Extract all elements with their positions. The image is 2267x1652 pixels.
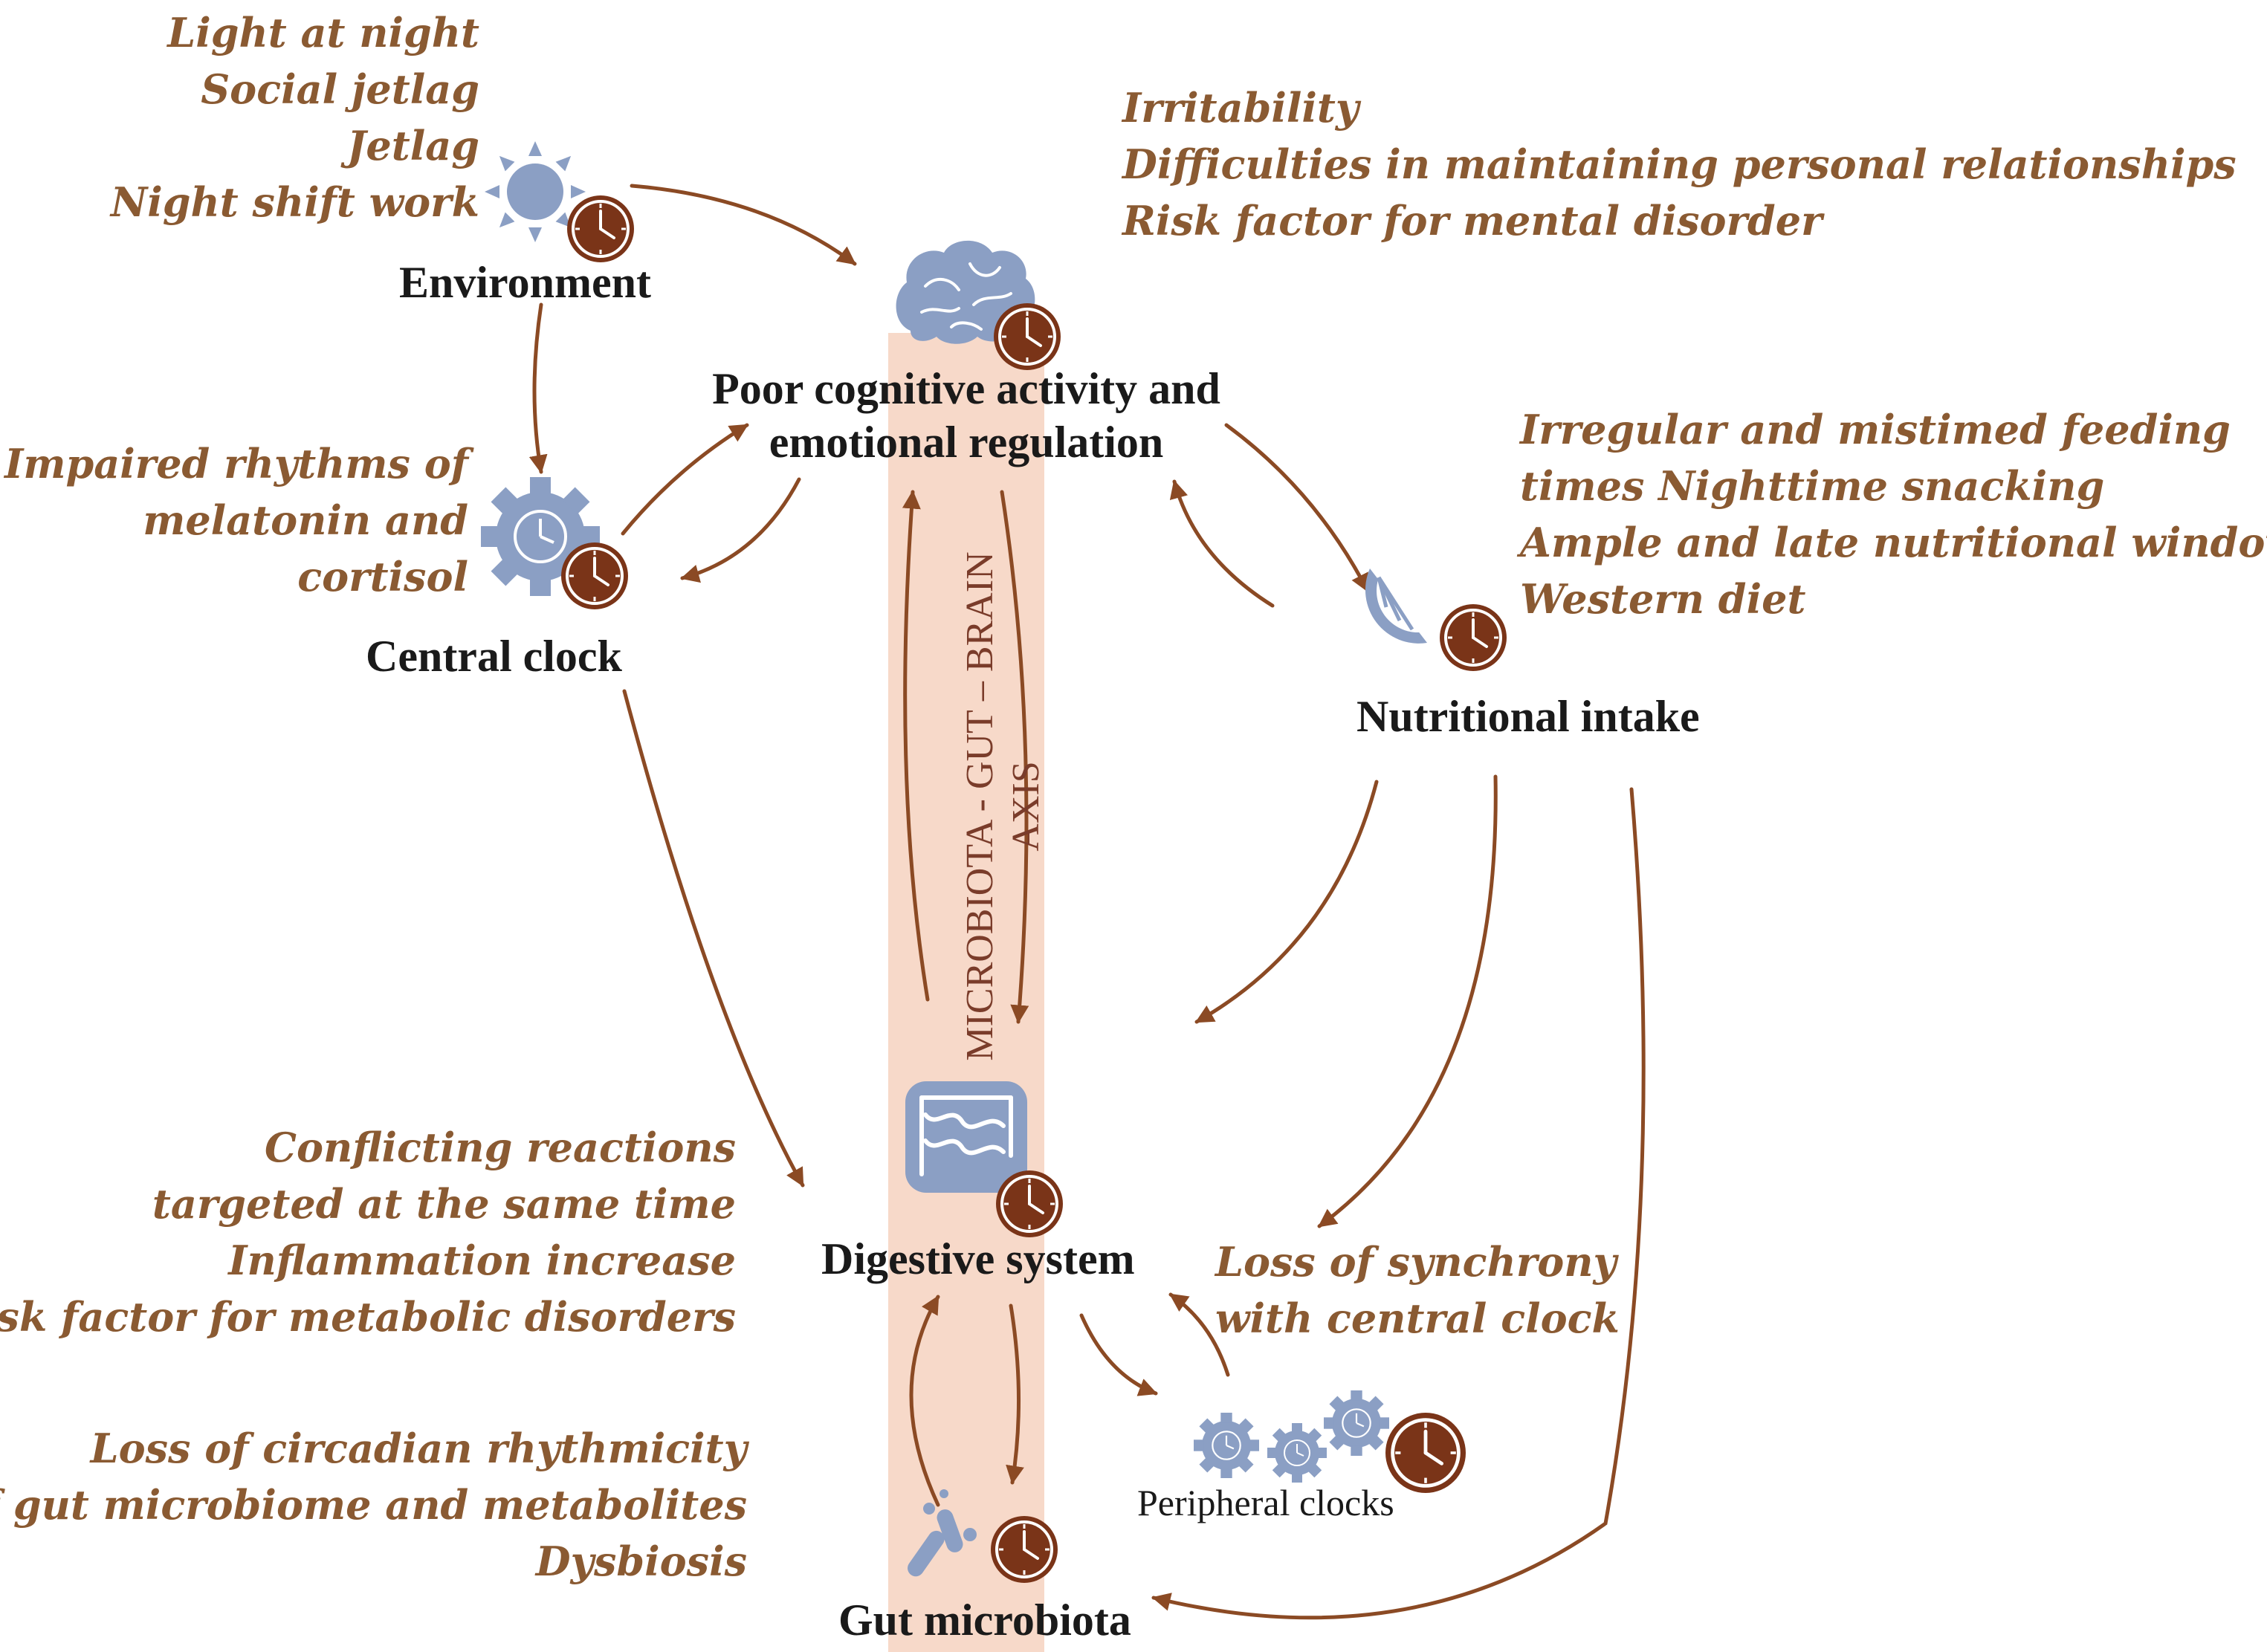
clock-icon: [992, 302, 1062, 372]
brain-effect: Risk factor for mental disorder: [1122, 197, 1823, 244]
arrow-nutrition-to-brain: [1169, 479, 1275, 608]
central-clock-factor: cortisol: [297, 553, 468, 600]
environment-factors: Light at night Social jetlag Jetlag Nigh…: [111, 4, 479, 230]
clock-icon: [566, 194, 636, 264]
orange-slice-icon: [1365, 569, 1427, 644]
peripheral-label: Peripheral clocks: [1137, 1482, 1394, 1523]
arrow-environment-to-central-clock: [528, 302, 548, 474]
clock-icon: [995, 1169, 1064, 1239]
arrow-brain-to-central-clock: [680, 477, 801, 583]
gear-icon: [1322, 1389, 1391, 1457]
gear-icon: [1267, 1422, 1327, 1483]
arrow-central-clock-to-digestive: [622, 689, 805, 1188]
intestine-icon: [905, 1081, 1027, 1193]
brain-label: Poor cognitive activity and emotional re…: [669, 362, 1264, 469]
brain-label-line2: emotional regulation: [769, 418, 1164, 467]
axis-label-line1: MICROBIOTA - GUT – BRAIN: [959, 551, 1001, 1061]
arrow-digestive-to-microbiota: [1006, 1303, 1024, 1485]
clock-icon: [560, 541, 630, 611]
clock-icon: [989, 1515, 1059, 1584]
brain-effects: Irritability Difficulties in maintaining…: [1122, 80, 2237, 249]
environment-factor: Jetlag: [346, 122, 479, 169]
arrow-nutrition-to-digestive: [1194, 780, 1379, 1024]
digestive-effect: Inflammation increase: [228, 1237, 736, 1284]
arrow-peripheral-to-digestive: [1168, 1292, 1230, 1377]
arrow-brain-to-nutrition: [1224, 423, 1370, 593]
microbiota-label: Gut microbiota: [838, 1596, 1131, 1645]
microbiota-effect: Loss of circadian rhythmicity: [90, 1425, 747, 1472]
brain-label-line1: Poor cognitive activity and: [712, 364, 1220, 413]
microbiota-effects: Loss of circadian rhythmicity of gut mic…: [0, 1420, 747, 1590]
digestive-label: Digestive system: [821, 1234, 1135, 1283]
sun-icon: [485, 141, 586, 242]
nutrition-factor: Irregular and mistimed feeding: [1520, 406, 2231, 453]
nutrition-factors: Irregular and mistimed feeding times Nig…: [1520, 401, 2267, 627]
arrow-nutrition-to-peripheral: [1317, 774, 1498, 1228]
arrow-microbiota-to-digestive: [909, 1295, 940, 1507]
nutrition-label: Nutritional intake: [1356, 692, 1700, 741]
bacteria-icon: [908, 1489, 977, 1577]
axis-label: MICROBIOTA - GUT – BRAIN AXIS: [957, 551, 1050, 1060]
environment-label: Environment: [399, 258, 651, 307]
peripheral-effect: with central clock: [1215, 1295, 1620, 1342]
digestive-effect: Risk factor for metabolic disorders: [0, 1293, 736, 1341]
digestive-effect: Conflicting reactions: [265, 1124, 736, 1171]
arrow-nutrition-to-microbiota: [1151, 787, 1646, 1620]
clock-icon: [1385, 1413, 1466, 1493]
arrow-digestive-to-peripheral: [1079, 1313, 1158, 1396]
central-clock-factor: Impaired rhythms of: [4, 440, 468, 487]
clock-icon: [1438, 603, 1508, 673]
arrow-axis-down: [1000, 490, 1029, 1024]
nutrition-factor: Ample and late nutritional window: [1520, 519, 2267, 566]
brain-effect: Difficulties in maintaining personal rel…: [1122, 140, 2237, 188]
microbiota-effect: of gut microbiome and metabolites: [0, 1481, 747, 1529]
environment-factor: Light at night: [167, 9, 479, 56]
brain-effect: Irritability: [1122, 84, 1359, 132]
central-clock-label: Central clock: [366, 632, 622, 681]
environment-factor: Night shift work: [110, 178, 479, 226]
nutrition-factor: Western diet: [1520, 575, 1806, 623]
central-clock-factor: melatonin and: [143, 496, 468, 544]
digestive-effects: Conflicting reactions targeted at the sa…: [0, 1119, 736, 1345]
arrow-central-clock-to-brain: [621, 423, 749, 536]
gear-icon: [1192, 1411, 1261, 1480]
arrow-environment-to-brain: [630, 184, 857, 266]
peripheral-effects: Loss of synchrony with central clock: [1215, 1234, 1620, 1347]
axis-label-line2: AXIS: [1005, 761, 1047, 852]
digestive-effect: targeted at the same time: [152, 1180, 736, 1228]
arrow-axis-up: [902, 490, 930, 1002]
peripheral-effect: Loss of synchrony: [1215, 1238, 1617, 1286]
nutrition-factor: times Nighttime snacking: [1520, 462, 2105, 510]
central-clock-factors: Impaired rhythms of melatonin and cortis…: [4, 435, 468, 605]
environment-factor: Social jetlag: [201, 65, 479, 113]
microbiota-effect: Dysbiosis: [535, 1538, 747, 1585]
